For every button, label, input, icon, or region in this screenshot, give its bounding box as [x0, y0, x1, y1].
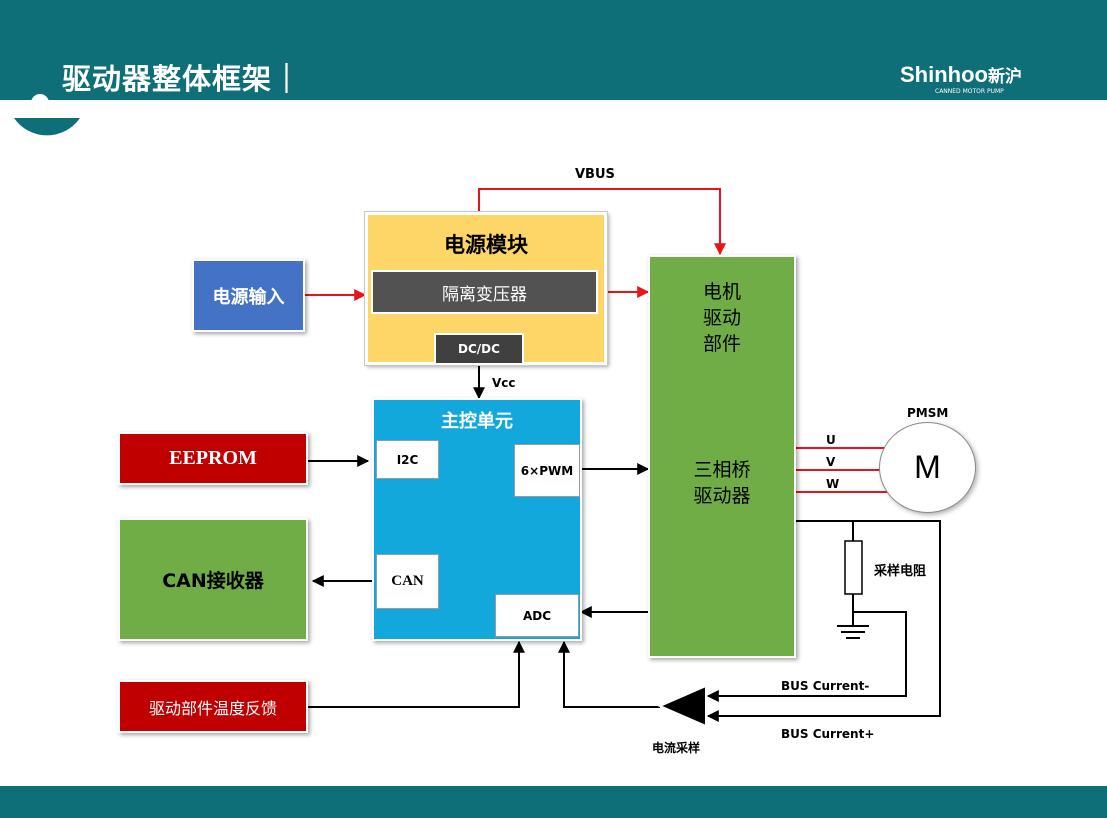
- logo-wordmark: Shinhoo: [900, 62, 988, 87]
- temp-feedback-arrow: [308, 640, 525, 708]
- dcdc-box: DC/DC: [434, 333, 524, 365]
- i2c-port: I2C: [376, 440, 439, 479]
- power-module-label: 电源模块: [444, 233, 528, 257]
- can-receiver-box: CAN接收器: [118, 518, 308, 641]
- phase-u-label: U: [826, 433, 836, 447]
- bus-current-plus-line: [706, 520, 941, 722]
- motor-drive-label: 电机 驱动 部件: [702, 281, 741, 355]
- bus-current-minus-label: BUS Current-: [781, 679, 870, 693]
- isolation-transformer: 隔离变压器: [371, 270, 598, 314]
- vbus-line: [478, 188, 726, 256]
- page-title: 驱动器整体框架｜: [62, 62, 303, 96]
- three-phase-bridge-label: 三相桥 驱动器: [693, 459, 751, 507]
- power-input-box: 电源输入: [192, 259, 305, 332]
- logo-cn: 新沪: [987, 67, 1022, 86]
- pmsm-label: PMSM: [907, 406, 949, 420]
- bus-current-plus-label: BUS Current+: [781, 727, 875, 741]
- footer-bar: [0, 786, 1107, 818]
- adc-port: ADC: [495, 594, 579, 637]
- can-port: CAN: [376, 554, 439, 609]
- sampling-resistor-label: 采样电阻: [874, 564, 927, 579]
- phase-v-label: V: [826, 455, 836, 469]
- pwm-port: 6×PWM: [514, 444, 580, 497]
- header-dot-icon: [31, 94, 49, 112]
- pmsm-motor-icon: M: [879, 422, 976, 513]
- temp-feedback-box: 驱动部件温度反馈: [118, 680, 308, 733]
- slogan: 全国泵标准化技术委员会委员单位: [906, 111, 1056, 122]
- header-decoration: [0, 94, 1107, 136]
- sampling-resistor-icon: [844, 540, 863, 595]
- current-sampling-label: 电流采样: [652, 741, 701, 755]
- motor-drive-box: 电机 驱动 部件 三相桥 驱动器: [648, 255, 796, 658]
- vbus-label: VBUS: [575, 167, 615, 182]
- vcc-label: Vcc: [492, 376, 516, 390]
- header-bar: [0, 0, 1107, 100]
- current-sampling-arrow: [558, 640, 660, 708]
- eeprom-box: EEPROM: [118, 432, 308, 485]
- bus-current-minus-line: [706, 611, 907, 702]
- logo: Shinhoo新沪: [900, 62, 1022, 88]
- logo-subtitle: CANNED MOTOR PUMP: [935, 88, 1004, 95]
- main-control-label: 主控单元: [441, 411, 513, 432]
- phase-w-label: W: [826, 477, 840, 491]
